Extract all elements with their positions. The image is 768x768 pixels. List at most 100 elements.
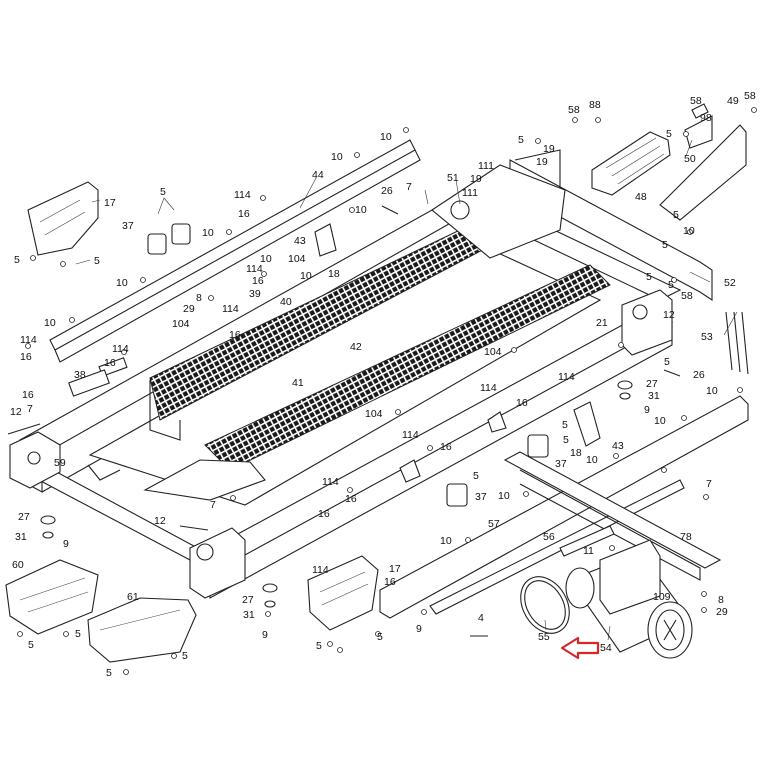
part-label: 31 bbox=[648, 390, 660, 402]
part-label: 16 bbox=[384, 576, 396, 588]
part-label: 114 bbox=[402, 429, 419, 441]
part-label: 40 bbox=[280, 296, 292, 308]
belt-55 bbox=[520, 576, 570, 634]
part-label: 5 bbox=[377, 631, 383, 643]
part-label: 58 bbox=[681, 290, 693, 302]
part-label: 17 bbox=[104, 197, 116, 209]
cover-61 bbox=[87, 597, 197, 663]
part-label: 10 bbox=[654, 415, 666, 427]
part-label: 56 bbox=[543, 531, 555, 543]
part-label: 10 bbox=[331, 151, 343, 163]
part-label: 114 bbox=[322, 476, 339, 488]
cover-60 bbox=[5, 559, 99, 635]
part-label: 5 bbox=[473, 470, 479, 482]
part-label: 43 bbox=[294, 235, 306, 247]
part-label: 10 bbox=[202, 227, 214, 239]
part-label: 114 bbox=[246, 263, 263, 275]
part-label: 49 bbox=[727, 95, 739, 107]
part-label: 19 bbox=[470, 173, 482, 185]
part-label: 4 bbox=[478, 612, 484, 624]
part-label: 10 bbox=[116, 277, 128, 289]
part-label: 57 bbox=[488, 518, 500, 530]
part-label: 88 bbox=[589, 99, 601, 111]
part-label: 5 bbox=[518, 134, 524, 146]
part-label: 10 bbox=[260, 253, 272, 265]
part-label: 12 bbox=[663, 309, 675, 321]
part-label: 43 bbox=[612, 440, 624, 452]
part-label: 18 bbox=[328, 268, 340, 280]
hardware-bolts bbox=[7, 107, 757, 675]
brackets-43 bbox=[314, 223, 601, 447]
part-label: 27 bbox=[18, 511, 30, 523]
part-label: 5 bbox=[662, 239, 668, 251]
axle-56 bbox=[559, 525, 615, 557]
part-label: 5 bbox=[563, 434, 569, 446]
part-label: 12 bbox=[154, 515, 166, 527]
part-label: 5 bbox=[106, 667, 112, 679]
part-label: 16 bbox=[252, 275, 264, 287]
part-label: 58 bbox=[690, 95, 702, 107]
part-label: 51 bbox=[447, 172, 459, 184]
part-label: 29 bbox=[716, 606, 728, 618]
part-label: 5 bbox=[14, 254, 20, 266]
part-label: 16 bbox=[229, 329, 241, 341]
part-label: 58 bbox=[568, 104, 580, 116]
part-label: 26 bbox=[381, 185, 393, 197]
part-label: 37 bbox=[555, 458, 567, 470]
part-label: 59 bbox=[54, 457, 66, 469]
cover-17-left bbox=[27, 181, 99, 256]
part-label: 16 bbox=[516, 397, 528, 409]
part-label: 114 bbox=[234, 189, 251, 201]
part-label: 5 bbox=[666, 128, 672, 140]
part-label: 78 bbox=[680, 531, 692, 543]
part-label: 114 bbox=[558, 371, 575, 383]
part-label: 38 bbox=[74, 369, 86, 381]
part-label: 8 bbox=[196, 292, 202, 304]
part-label: 104 bbox=[172, 318, 190, 330]
part-label: 5 bbox=[668, 279, 674, 291]
cover-17-right bbox=[307, 555, 379, 631]
part-label: 10 bbox=[683, 225, 695, 237]
part-label: 98 bbox=[700, 112, 712, 124]
part-label: 104 bbox=[484, 346, 502, 358]
part-label: 114 bbox=[20, 334, 37, 346]
part-label: 19 bbox=[543, 143, 555, 155]
part-label: 5 bbox=[316, 640, 322, 652]
part-label: 10 bbox=[706, 385, 718, 397]
part-label: 52 bbox=[724, 277, 736, 289]
part-label: 7 bbox=[27, 403, 33, 415]
part-label: 61 bbox=[127, 591, 139, 603]
part-label: 55 bbox=[538, 631, 550, 643]
part-label: 5 bbox=[646, 271, 652, 283]
part-label: 114 bbox=[312, 564, 329, 576]
part-label: 16 bbox=[22, 389, 34, 401]
part-label: 111 bbox=[478, 160, 494, 172]
part-label: 109 bbox=[653, 591, 671, 603]
part-label: 114 bbox=[112, 343, 129, 355]
part-label: 12 bbox=[10, 406, 22, 418]
part-label: 41 bbox=[292, 377, 304, 389]
part-label: 16 bbox=[20, 351, 32, 363]
part-label: 21 bbox=[596, 317, 608, 329]
part-label: 5 bbox=[182, 650, 188, 662]
part-label: 7 bbox=[706, 478, 712, 490]
part-label: 31 bbox=[15, 531, 27, 543]
part-label: 18 bbox=[570, 447, 582, 459]
part-label: 58 bbox=[744, 90, 756, 102]
part-label: 19 bbox=[536, 156, 548, 168]
part-label: 5 bbox=[75, 628, 81, 640]
part-label: 104 bbox=[365, 408, 383, 420]
part-label: 9 bbox=[262, 629, 268, 641]
part-label: 5 bbox=[28, 639, 34, 651]
part-label: 16 bbox=[104, 357, 116, 369]
part-label: 26 bbox=[693, 369, 705, 381]
part-label: 50 bbox=[684, 153, 696, 165]
part-label: 9 bbox=[63, 538, 69, 550]
part-label: 10 bbox=[44, 317, 56, 329]
motor-54 bbox=[565, 539, 693, 659]
part-label: 60 bbox=[12, 559, 24, 571]
part-label: 48 bbox=[635, 191, 647, 203]
bumpers-37 bbox=[147, 223, 549, 507]
part-label: 16 bbox=[440, 441, 452, 453]
part-label: 114 bbox=[222, 303, 239, 315]
